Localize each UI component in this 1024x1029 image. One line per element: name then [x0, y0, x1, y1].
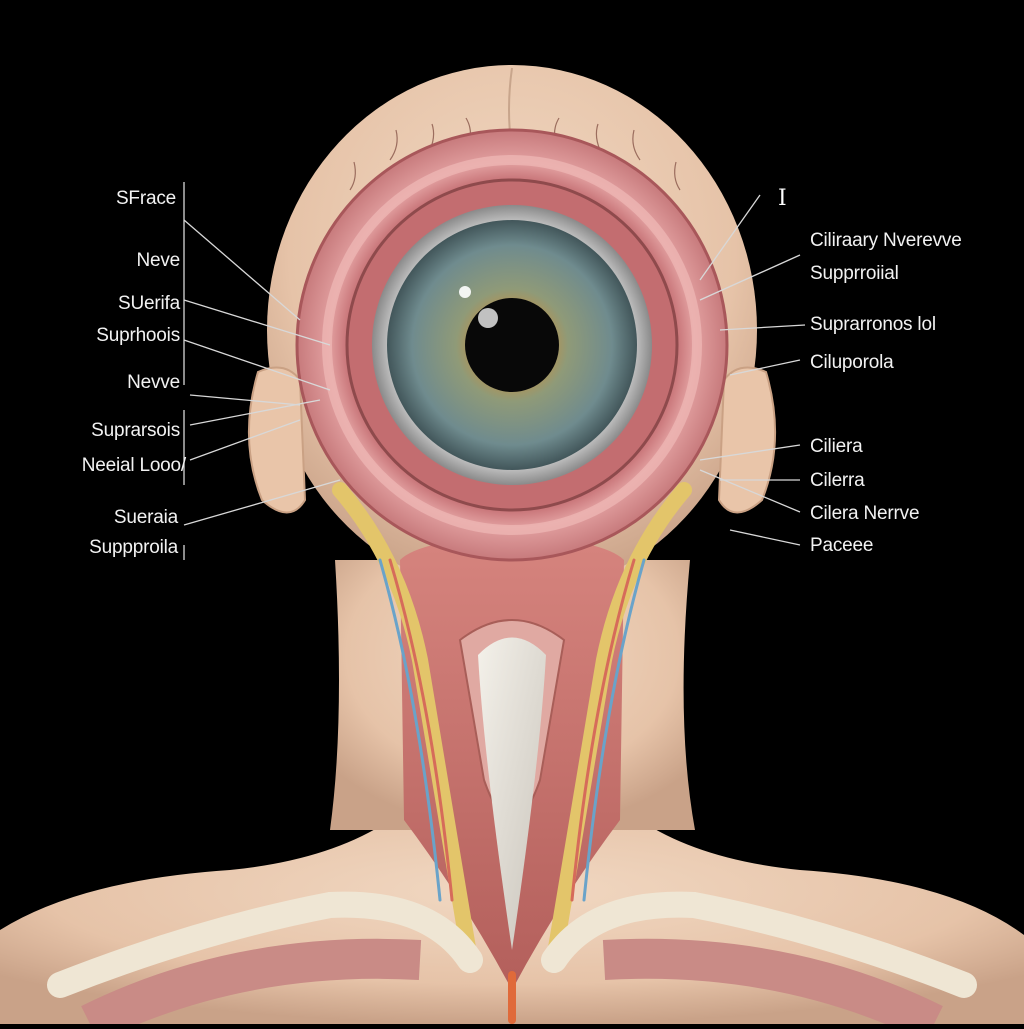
- pupil-highlight: [478, 308, 498, 328]
- label-right-2: Supprroiial: [810, 263, 899, 284]
- right-ear: [717, 366, 777, 514]
- left-pectoral: [81, 938, 422, 1029]
- label-left-4: Suprhoois: [96, 325, 180, 346]
- label-right-8: Paceee: [810, 535, 874, 556]
- left-leader-lines: [183, 182, 341, 560]
- label-right-3: Suprarronos lol: [810, 314, 936, 335]
- label-right-6: Cilerra: [810, 470, 865, 491]
- right-pectoral: [602, 938, 943, 1029]
- label-left-2: Neve: [136, 250, 180, 271]
- label-left-1: SFrace: [115, 188, 176, 209]
- label-left-8: Sueraia: [113, 507, 178, 528]
- label-left-6: Suprarsois: [91, 420, 180, 441]
- marker-glyph: I: [778, 186, 787, 211]
- left-clavicle: [47, 891, 483, 998]
- trachea-cartilage: [478, 637, 546, 950]
- left-ear: [247, 366, 307, 514]
- iris-highlight: [459, 286, 471, 298]
- label-left-9: Suppproila: [89, 537, 178, 558]
- pupil: [465, 298, 559, 392]
- label-right-5: Ciliera: [810, 436, 863, 457]
- label-right-7: Cilera Nerrve: [810, 503, 920, 524]
- label-right-1: Ciliraary Nverevve: [810, 230, 962, 251]
- right-leader-lines: [699, 194, 806, 546]
- label-left-3: SUerifa: [118, 293, 180, 314]
- label-left-7: Neeial Looo/: [81, 455, 186, 476]
- right-clavicle: [541, 891, 977, 998]
- neck-nerves: [332, 482, 692, 1024]
- orbital-inner-band: [322, 155, 702, 535]
- label-right-4: Ciluporola: [810, 352, 894, 373]
- label-left-5: Nevve: [127, 372, 180, 393]
